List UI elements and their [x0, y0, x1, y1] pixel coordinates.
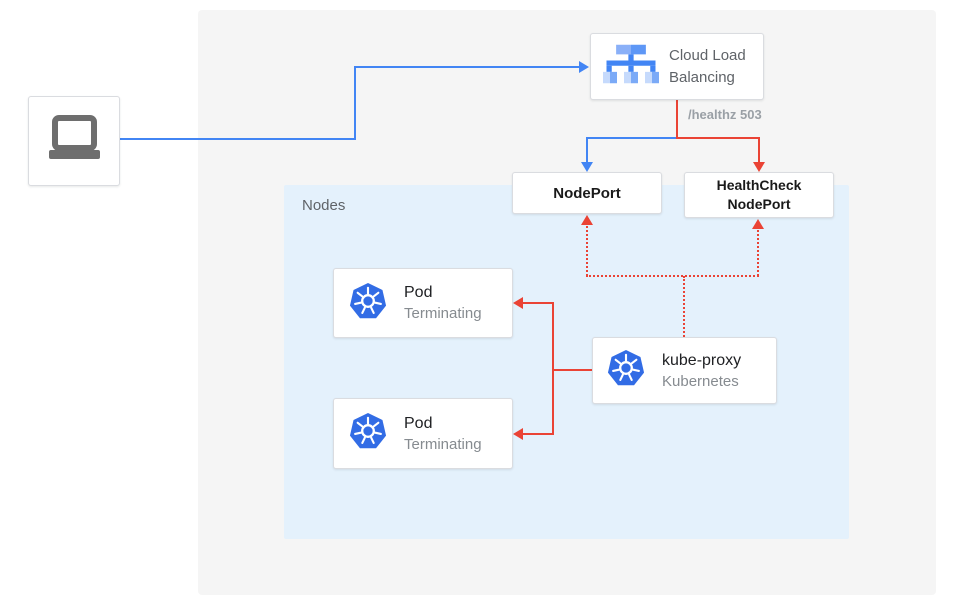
lb-to-nodeport-line: [586, 137, 588, 163]
kubeproxy-to-healthcheck-dotted-line: [757, 230, 759, 276]
kubeproxy-to-pod2-line: [523, 433, 553, 435]
kubeproxy-to-pods-line: [552, 369, 593, 371]
kubeproxy-to-nodeports-dotted-line: [586, 275, 759, 277]
pod-title: Pod: [404, 284, 433, 301]
healthcheck-nodeport-node: HealthCheck NodePort: [684, 172, 834, 218]
cloud-load-balancing-label: Cloud Load Balancing: [669, 46, 746, 86]
kubeproxy-to-pod1-arrowhead: [513, 297, 523, 309]
client-to-lb-arrowhead: [579, 61, 589, 73]
healthz-status-label: /healthz 503: [688, 107, 762, 122]
kube-proxy-subtitle: Kubernetes: [662, 372, 739, 390]
kubeproxy-to-nodeports-dotted-line: [683, 276, 685, 337]
cloud-load-balancing-node: Cloud Load Balancing: [590, 33, 764, 100]
kube-proxy-node: kube-proxy Kubernetes: [592, 337, 777, 404]
laptop-icon: [42, 107, 106, 176]
client-to-lb-line: [354, 66, 356, 140]
client-to-lb-line: [354, 66, 579, 68]
kubernetes-icon: [349, 282, 387, 325]
nodeport-label: NodePort: [553, 184, 621, 202]
kubeproxy-to-pod2-arrowhead: [513, 428, 523, 440]
lb-healthcheck-line: [676, 99, 678, 139]
kube-proxy-title: kube-proxy: [662, 351, 742, 369]
pod-node: Pod Terminating: [333, 398, 513, 469]
lb-healthcheck-line: [758, 137, 760, 163]
kubeproxy-to-nodeport-dotted-line: [586, 226, 588, 276]
client-node: [28, 96, 120, 186]
lb-to-nodeport-line: [586, 137, 678, 139]
kubernetes-icon: [607, 349, 645, 392]
client-to-lb-line: [120, 138, 356, 140]
lb-to-nodeport-arrowhead: [581, 162, 593, 172]
load-balancer-icon: [603, 44, 659, 89]
lb-healthcheck-line: [676, 137, 760, 139]
pod-node: Pod Terminating: [333, 268, 513, 338]
kubeproxy-to-pod1-line: [523, 302, 553, 304]
lb-healthcheck-arrowhead: [753, 162, 765, 172]
pod-title: Pod: [404, 414, 433, 432]
pod-status: Terminating: [404, 305, 482, 322]
kubeproxy-to-healthcheck-arrowhead: [752, 219, 764, 229]
kubeproxy-to-nodeport-arrowhead: [581, 215, 593, 225]
kubernetes-icon: [349, 412, 387, 455]
healthcheck-nodeport-label: HealthCheck NodePort: [716, 177, 802, 212]
kubeproxy-to-pods-line: [552, 302, 554, 435]
nodes-label: Nodes: [302, 197, 346, 214]
nodeport-node: NodePort: [512, 172, 662, 214]
pod-status: Terminating: [404, 435, 482, 453]
